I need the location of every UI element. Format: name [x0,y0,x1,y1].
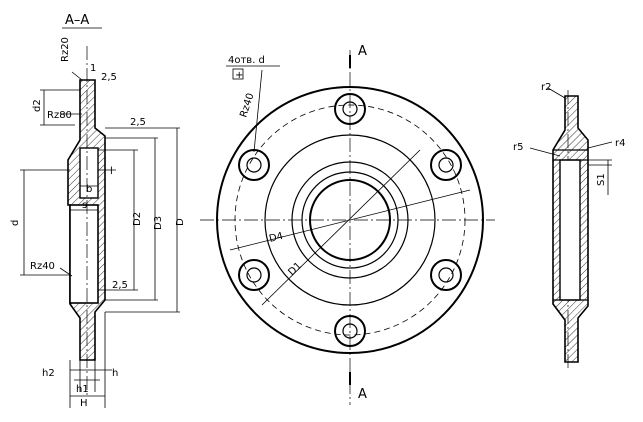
label-d1: D1 [286,260,304,278]
label-25-right: 2,5 [130,117,146,128]
label-s1: S1 [596,173,607,186]
label-s: s [82,200,87,211]
flange-hub-outer [291,161,409,279]
section-title: А–А [65,13,89,28]
label-rz20: Rz20 [60,37,71,62]
label-rz40: Rz40 [30,261,55,272]
bolt-hole-bottom [334,315,366,347]
flange-raised-face [264,134,436,306]
label-b: b [86,184,92,195]
dim-d4-line [229,189,471,251]
left-recess [79,147,99,199]
label-r4: r4 [615,138,625,149]
flange-hub-mid [301,171,399,269]
label-d3: D3 [153,216,164,230]
dim-d1-line [261,149,421,306]
label-25-top: 2,5 [101,72,117,83]
label-h1: h1 [76,384,89,395]
label-rz80: Rz80 [47,110,72,121]
label-d2: d2 [32,99,43,112]
label-h2: h2 [42,368,55,379]
label-front-rz40: Rz40 [238,92,256,119]
hole-note-symbol-box [232,68,244,80]
front-view: А А 4отв. [200,44,495,405]
label-l: l [110,166,113,177]
bolt-hole-top [334,93,366,125]
bolt-hole-upper-right [430,149,462,181]
flange-bore [309,179,391,261]
label-big-d2: D2 [132,212,143,226]
label-d4: D4 [268,231,284,245]
bolt-hole-lower-left [238,259,270,291]
flange-outer-circle [216,86,484,354]
label-r5: r5 [513,142,523,153]
label-big-h: H [80,398,88,409]
label-one: 1 [90,63,96,74]
bolt-hole-lower-right [430,259,462,291]
right-section-view: r2 r5 r4 S1 [513,82,625,370]
label-25-bottom: 2,5 [112,280,128,291]
label-small-h: h [112,368,118,379]
section-mark-bottom: А [358,387,367,402]
flange-bolt-circle [234,104,466,336]
label-d: d [10,220,21,226]
right-bore [559,159,581,301]
hole-note: 4отв. d [228,55,265,66]
label-big-d: D [175,218,186,226]
label-r2: r2 [541,82,551,93]
section-mark-top: А [358,44,367,59]
hole-note-symbol: + [235,70,243,81]
left-bore [69,204,99,304]
bolt-hole-upper-left [238,149,270,181]
section-view-a-a: А–А [10,13,186,409]
bolt-holes [238,93,462,347]
